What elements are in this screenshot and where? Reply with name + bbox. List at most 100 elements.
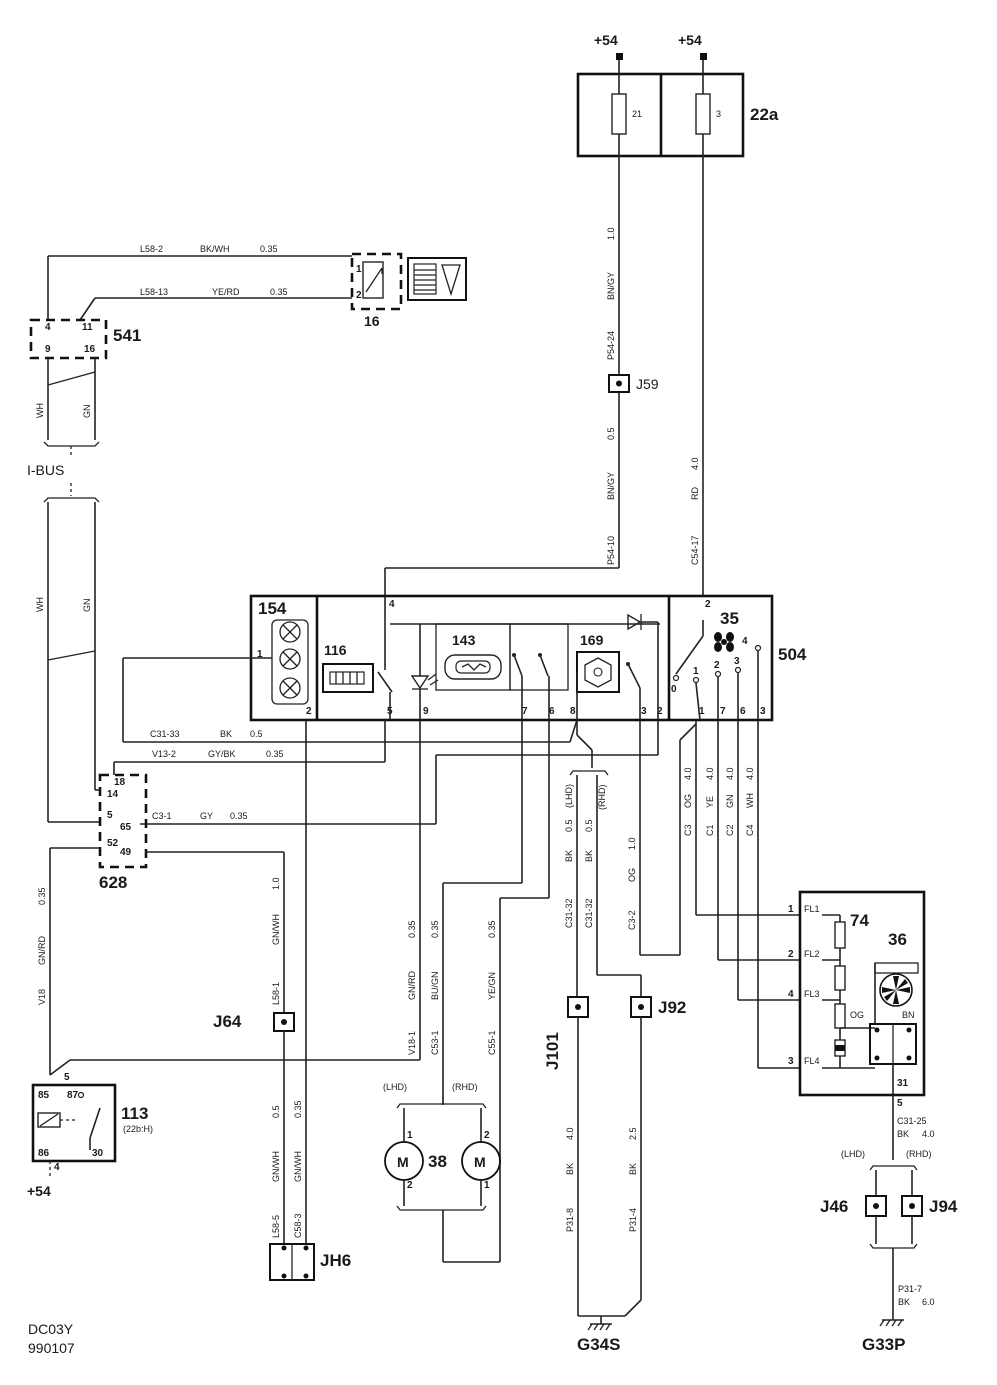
wire-l58-2: L58-2 [140, 244, 163, 254]
junction-j92: J92 [630, 996, 686, 1018]
motor-rhd-symbol: M [474, 1154, 486, 1170]
component-143-label: 143 [452, 632, 476, 648]
wire-v18-size: 0.35 [37, 887, 47, 905]
pin-504-7b: 7 [720, 706, 726, 717]
wire-c4-color: WH [745, 793, 755, 808]
fuse-box-22a: +54 +54 21 3 22a [576, 32, 779, 158]
pin-541-9: 9 [45, 344, 51, 355]
pin-154-2: 2 [306, 706, 312, 717]
ground-rhd-label: (RHD) [597, 785, 607, 811]
connector-jh6: JH6 [269, 1243, 351, 1281]
relay-supply-label: +54 [27, 1183, 51, 1199]
wire-bk05a-size: 0.5 [564, 819, 574, 832]
pin-35-2: 2 [714, 660, 720, 671]
wire-rd-color: RD [690, 487, 700, 500]
pin-628-52: 52 [107, 838, 119, 849]
wire-v18: V18 [37, 989, 47, 1005]
component-541-label: 541 [113, 326, 141, 345]
wire-c3-size: 4.0 [683, 767, 693, 780]
wire-rd-size: 4.0 [690, 457, 700, 470]
wire-bk05b-size: 0.5 [584, 819, 594, 832]
wire-c31-33-size: 0.5 [250, 729, 263, 739]
pin-504-3: 3 [641, 706, 647, 717]
wire-p31-7-color: BK [898, 1297, 910, 1307]
fuse-21 [611, 93, 627, 135]
pin-38-2b: 2 [484, 1130, 490, 1141]
pin-504-9: 9 [423, 706, 429, 717]
wire-gnwh-color: GN/WH [271, 914, 281, 945]
pin-504-5: 5 [387, 706, 393, 717]
fan-icon [714, 632, 734, 652]
wire-c31-25: C31-25 [897, 1116, 927, 1126]
pin-504-4: 4 [389, 599, 395, 610]
wire-bngy-size: 1.0 [606, 227, 616, 240]
pin-628-5: 5 [107, 810, 113, 821]
pin-74-1: 1 [788, 904, 794, 915]
fuse-21-number: 21 [632, 109, 642, 119]
wire-v13-2-size: 0.35 [266, 749, 284, 759]
wire-c2-color: GN [725, 795, 735, 809]
blower-rhd-label: (RHD) [906, 1149, 932, 1159]
wire-v18-color: GN/RD [37, 936, 47, 966]
wire-l58-5: L58-5 [271, 1215, 281, 1238]
indicator-lamp-icon [279, 621, 301, 699]
wire-v13-2: V13-2 [152, 749, 176, 759]
wire-c3-color: OG [683, 794, 693, 808]
wire-c31-32a: C31-32 [564, 898, 574, 928]
component-16: 1 2 16 [350, 252, 467, 329]
component-541: 4 11 9 16 541 [29, 318, 141, 360]
wire-c55-1: C55-1 [487, 1030, 497, 1055]
fuse-box-label: 22a [750, 105, 779, 124]
pin-504-2b: 2 [657, 706, 663, 717]
i-bus-wires: WH GN I-BUS WH GN [27, 358, 100, 822]
wire-c3-1: C3-1 [152, 811, 172, 821]
wire-c3-2: C3-2 [627, 910, 637, 930]
wire-c4: C4 [745, 824, 755, 836]
wire-bk40-size: 4.0 [565, 1127, 575, 1140]
wire-c3: C3 [683, 824, 693, 836]
recirculation-icon [584, 657, 612, 688]
wire-p31-7-size: 6.0 [922, 1297, 935, 1307]
wire-c1: C1 [705, 824, 715, 836]
component-116-label: 116 [324, 642, 347, 658]
pin-38-2: 2 [407, 1180, 413, 1191]
wire-c1-size: 4.0 [705, 767, 715, 780]
wire-bngy2-color: BN/GY [606, 472, 616, 500]
pin-504-6b: 6 [740, 706, 746, 717]
diode-icon [627, 613, 642, 631]
fl-bn-label: BN [902, 1010, 915, 1020]
wire-gnwh-size: 1.0 [271, 877, 281, 890]
fl4-label: FL4 [804, 1056, 820, 1066]
junction-j64-label: J64 [213, 1012, 242, 1031]
component-38-motors: (LHD) (RHD) M M 1 2 2 1 38 [383, 1082, 501, 1263]
blower-unit-74-36: 1 2 4 3 FL1 FL2 FL3 FL4 74 OG 36 [788, 890, 926, 1097]
supply-left-label: +54 [594, 32, 618, 48]
wire-c31-33: C31-33 [150, 729, 180, 739]
wire-p31-4: P31-4 [628, 1208, 638, 1232]
pin-628-14: 14 [107, 789, 119, 800]
pin-504-1: 1 [699, 706, 705, 717]
pin-113-5: 5 [64, 1072, 70, 1083]
motor-lhd-label: (LHD) [383, 1082, 407, 1092]
wire-l58-13-size: 0.35 [270, 287, 288, 297]
wire-c55-1-color: YE/GN [487, 972, 497, 1000]
wire-l58-13-color: YE/RD [212, 287, 240, 297]
heater-element-icon [329, 671, 365, 685]
pin-541-4: 4 [45, 322, 51, 333]
wire-c31-25-size: 4.0 [922, 1129, 935, 1139]
resistor-3 [834, 1003, 846, 1029]
junction-j94-label: J94 [929, 1197, 958, 1216]
junction-j101-label: J101 [543, 1032, 562, 1070]
pin-504-8: 8 [570, 706, 576, 717]
fl-og-label: OG [850, 1010, 864, 1020]
pin-74-3: 3 [788, 1056, 794, 1067]
pin-35-3: 3 [734, 656, 740, 667]
fuse-3 [695, 93, 711, 135]
resistor-1 [834, 921, 846, 949]
wire-bkb-color: BK [584, 850, 594, 862]
wire-wh-top: WH [35, 403, 45, 418]
wire-bk25-size: 2.5 [628, 1127, 638, 1140]
wire-c4-size: 4.0 [745, 767, 755, 780]
wire-p31-8: P31-8 [565, 1208, 575, 1232]
pin-36-5: 5 [897, 1098, 903, 1109]
